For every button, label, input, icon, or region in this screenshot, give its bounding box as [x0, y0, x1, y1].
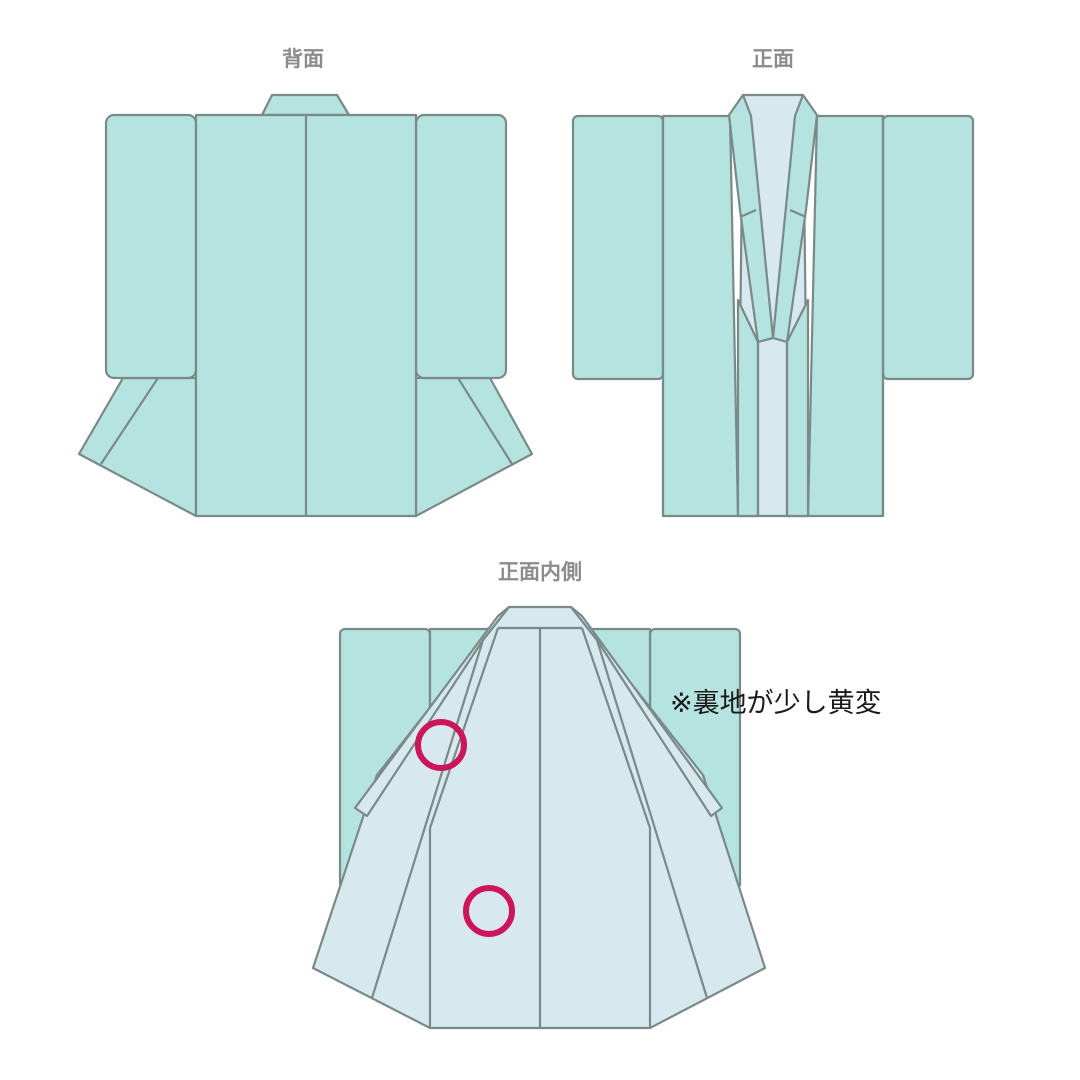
- inside-right-gore-seam: [595, 639, 709, 999]
- front-view: 正面: [571, 47, 975, 518]
- back-collar: [260, 93, 351, 117]
- back-left-gore-seam: [100, 377, 159, 465]
- inside-left-gore-seam: [370, 639, 485, 999]
- back-right-gore-seam: [457, 377, 513, 465]
- back-seams: [100, 115, 513, 516]
- inside-seams: [370, 626, 709, 1028]
- front-left-collar-tab: [739, 208, 757, 219]
- front-left-sleeve: [571, 114, 665, 381]
- inside-view-title: 正面内側: [498, 560, 582, 584]
- front-right-collar-tab: [789, 208, 807, 219]
- front-right-body: [806, 114, 885, 518]
- front-left-body: [661, 114, 740, 518]
- back-left-sleeve: [104, 113, 198, 380]
- back-view: 背面: [77, 47, 534, 518]
- front-right-collar: [771, 93, 819, 344]
- stain-marker-1: [415, 719, 467, 771]
- inside-view: 正面内側 ※裏地が少し黄変: [311, 560, 882, 1030]
- inside-left-lapel: [353, 605, 511, 818]
- back-left-hem-panel: [77, 376, 198, 518]
- front-right-sleeve: [881, 114, 975, 381]
- inside-right-collar-seam: [580, 627, 652, 829]
- back-right-sleeve: [414, 113, 508, 380]
- lining-note: ※裏地が少し黄変: [670, 688, 882, 719]
- back-view-title: 背面: [282, 47, 324, 71]
- stain-marker-2: [463, 885, 515, 937]
- inside-right-lapel: [569, 605, 724, 818]
- front-garment: [571, 93, 975, 518]
- front-seams: [661, 116, 885, 516]
- front-view-title: 正面: [752, 47, 794, 71]
- back-right-hem-panel: [414, 376, 534, 518]
- inside-left-collar-seam: [428, 627, 500, 829]
